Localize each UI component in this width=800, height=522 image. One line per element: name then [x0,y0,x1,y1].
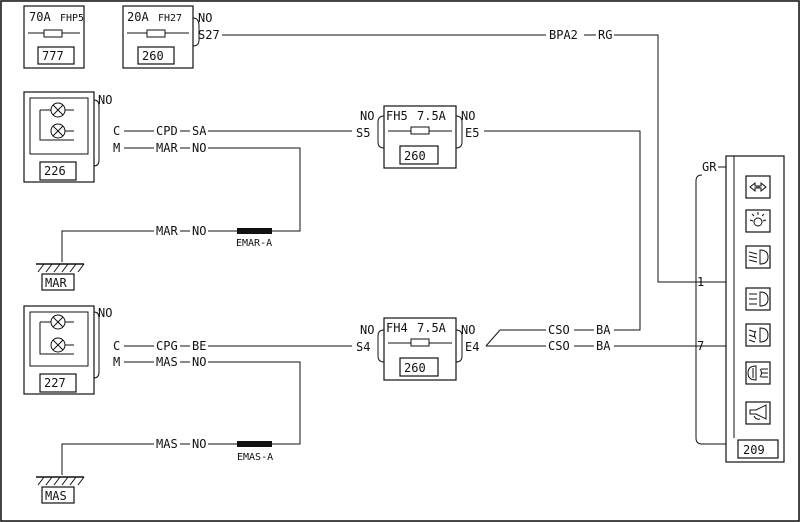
wire-no-mas-top: NO [192,355,206,369]
instrument-pin-gr: GR [702,160,717,174]
wire-cso-1: CSO [548,323,570,337]
fh4-pin-out-no: NO [461,323,475,337]
lamp-226-pin-c: C [113,124,120,138]
wire-bpa2: BPA2 [549,28,578,42]
fh5-pin-out: E5 [465,126,479,140]
splice-emas-label: EMAS-A [237,452,273,463]
fh4-pin-in-no: NO [360,323,374,337]
side-light-icon [745,209,771,233]
wire-cso-2: CSO [548,339,570,353]
fuse-fh4-rating: 7.5A [417,321,447,335]
wire-sa: SA [192,124,207,138]
instrument-pin-7: 7 [697,339,704,353]
ground-mas: MAS [36,476,85,504]
horn-icon [745,401,771,425]
lamp-226-pin-m: M [113,141,120,155]
fh4-pin-in: S4 [356,340,370,354]
lamp-unit-226: 226 NO C M [23,91,120,183]
fuse-fh4: NO S4 FH4 7.5A 260 NO E4 [356,317,479,381]
high-beam-icon [745,287,771,311]
splice-emas [237,441,272,447]
fuse-fh27-id: 260 [142,49,164,63]
instrument-panel-id: 209 [743,443,765,457]
fh5-pin-in: S5 [356,126,370,140]
ground-mas-label: MAS [45,489,67,503]
fh27-pin-s27: S27 [198,28,220,42]
lamp-227-pin-m: M [113,355,120,369]
fuse-fhp5: 70A FHP5 777 [23,5,85,69]
wire-cpd: CPD [156,124,178,138]
fuse-fhp5-rating: 70A [29,10,51,24]
fuse-fh27-rating: 20A [127,10,149,24]
fuse-fh5-rating: 7.5A [417,109,447,123]
fh5-pin-out-no: NO [461,109,475,123]
ground-mar-label: MAR [45,276,67,290]
splice-emar [237,228,272,234]
instrument-panel-209: 209 GR 1 7 [695,155,785,463]
wire-rg: RG [598,28,612,42]
fuse-fh5-id: 260 [404,149,426,163]
wire-be: BE [192,339,206,353]
wire-ba-2: BA [596,339,611,353]
fuse-fh27-name: FH27 [158,13,182,24]
front-fog-icon [745,323,771,347]
fuse-fh4-name: FH4 [386,321,408,335]
fh5-pin-in-no: NO [360,109,374,123]
wire-mas-bottom: MAS [156,437,178,451]
fuse-fh4-id: 260 [404,361,426,375]
wire-no-mar-bottom: NO [192,224,206,238]
wire-ba-1: BA [596,323,611,337]
lamp-unit-227-id: 227 [44,376,66,390]
wire-no-mar-top: NO [192,141,206,155]
wire-no-mas-bottom: NO [192,437,206,451]
lamp-227-pin-no: NO [98,306,112,320]
fh4-pin-out: E4 [465,340,479,354]
splice-emar-label: EMAR-A [236,238,272,249]
lamp-unit-227: 227 NO C M [23,305,120,395]
fh27-pin-no: NO [198,11,212,25]
fuse-fh5: NO S5 FH5 7.5A 260 NO E5 [356,105,479,169]
wire-mar-top: MAR [156,141,178,155]
wire-cpg: CPG [156,339,178,353]
fuse-fhp5-id: 777 [42,49,64,63]
fuse-fh5-name: FH5 [386,109,408,123]
lamp-226-pin-no: NO [98,93,112,107]
low-beam-icon [745,245,771,269]
lamp-227-pin-c: C [113,339,120,353]
ground-mar: MAR [36,263,85,291]
wire-mar-bottom: MAR [156,224,178,238]
lamp-unit-226-id: 226 [44,164,66,178]
rear-fog-icon [745,361,771,385]
turn-signal-icon [745,175,771,199]
wire-mas-top: MAS [156,355,178,369]
fuse-fh27: 20A FH27 260 NO S27 [122,5,220,69]
fuse-fhp5-name: FHP5 [60,13,84,24]
instrument-pin-1: 1 [697,275,704,289]
